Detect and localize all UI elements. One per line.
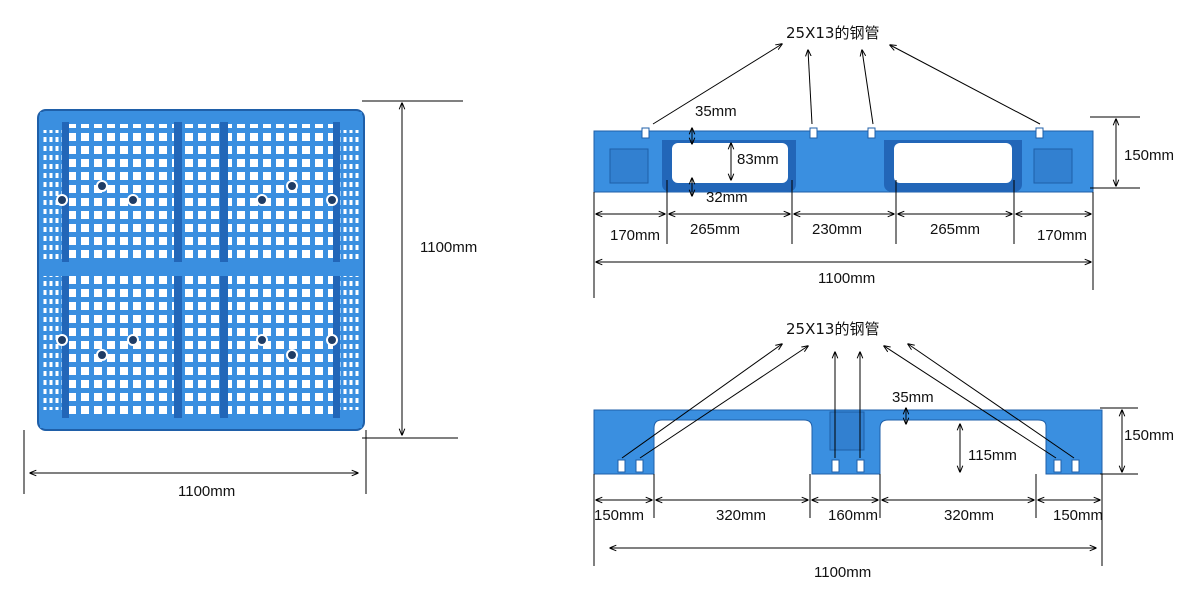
pipe-arrow xyxy=(621,344,782,459)
side-view-1: 25X13的钢管 35mm 83mm 32mm 150mm 170mm 265m… xyxy=(593,24,1174,298)
steel-pipe-mark xyxy=(809,127,818,139)
round-hole xyxy=(286,349,298,361)
steel-pipe-mark xyxy=(856,459,865,473)
round-hole xyxy=(96,349,108,361)
side2-seg2-label: 320mm xyxy=(716,507,766,524)
round-hole xyxy=(326,334,338,346)
side2-seg1-label: 150mm xyxy=(594,507,644,524)
pipe-arrow xyxy=(908,344,1075,459)
rib-top-h xyxy=(40,112,362,122)
pipe-arrow xyxy=(652,44,782,125)
side2-pipe-label: 25X13的钢管 xyxy=(786,320,879,338)
side2-seg4-label: 320mm xyxy=(944,507,994,524)
round-hole xyxy=(326,194,338,206)
side1-total-label: 1100mm xyxy=(818,270,875,287)
steel-pipe-mark xyxy=(1035,127,1044,139)
round-hole xyxy=(286,180,298,192)
pipe-arrow xyxy=(890,45,1041,125)
pipe-arrow xyxy=(862,50,874,125)
side1-seg3-label: 230mm xyxy=(812,221,862,238)
top-view: 1100mm 1100mm xyxy=(23,100,477,500)
side1-seg2-label: 265mm xyxy=(690,221,740,238)
side1-seg1-label: 170mm xyxy=(610,227,660,244)
pipe-arrow xyxy=(884,346,1057,459)
side2-height-label: 150mm xyxy=(1124,427,1174,444)
side2-d115-label: 115mm xyxy=(968,447,1017,464)
rib-center-h xyxy=(40,262,362,276)
side1-d83-label: 83mm xyxy=(737,151,779,168)
steel-pipe-mark xyxy=(867,127,876,139)
steel-pipe-mark xyxy=(641,127,650,139)
side2-seg5-label: 150mm xyxy=(1053,507,1103,524)
round-hole xyxy=(96,180,108,192)
side1-d32-label: 32mm xyxy=(706,189,748,206)
top-width-label: 1100mm xyxy=(178,483,235,500)
top-height-label: 1100mm xyxy=(420,239,477,256)
side2-center-block xyxy=(829,411,865,451)
side2-total-label: 1100mm xyxy=(814,564,871,581)
round-holes xyxy=(56,180,338,361)
side1-pipe-label: 25X13的钢管 xyxy=(786,24,879,42)
steel-pipe-mark xyxy=(1053,459,1062,473)
round-hole xyxy=(56,194,68,206)
side1-block-left xyxy=(609,148,649,184)
side-view-2: 25X13的钢管 35mm 115mm 150mm 150mm 320mm 16… xyxy=(593,320,1174,581)
side1-opening-right-inner xyxy=(894,143,1012,183)
round-hole xyxy=(256,194,268,206)
round-hole xyxy=(127,334,139,346)
steel-pipe-mark xyxy=(831,459,840,473)
round-hole xyxy=(56,334,68,346)
steel-pipe-mark xyxy=(617,459,626,473)
side1-seg4-label: 265mm xyxy=(930,221,980,238)
side1-seg5-label: 170mm xyxy=(1037,227,1087,244)
side1-block-right xyxy=(1033,148,1073,184)
steel-pipe-mark xyxy=(1071,459,1080,473)
steel-pipe-mark xyxy=(635,459,644,473)
pipe-arrow xyxy=(808,50,813,125)
side1-d35-label: 35mm xyxy=(695,103,737,120)
round-hole xyxy=(256,334,268,346)
side2-seg3-label: 160mm xyxy=(828,507,878,524)
rib-bottom-h xyxy=(40,418,362,428)
pipe-arrow xyxy=(639,346,808,459)
side1-height-label: 150mm xyxy=(1124,147,1174,164)
round-hole xyxy=(127,194,139,206)
side2-d35-label: 35mm xyxy=(892,389,934,406)
